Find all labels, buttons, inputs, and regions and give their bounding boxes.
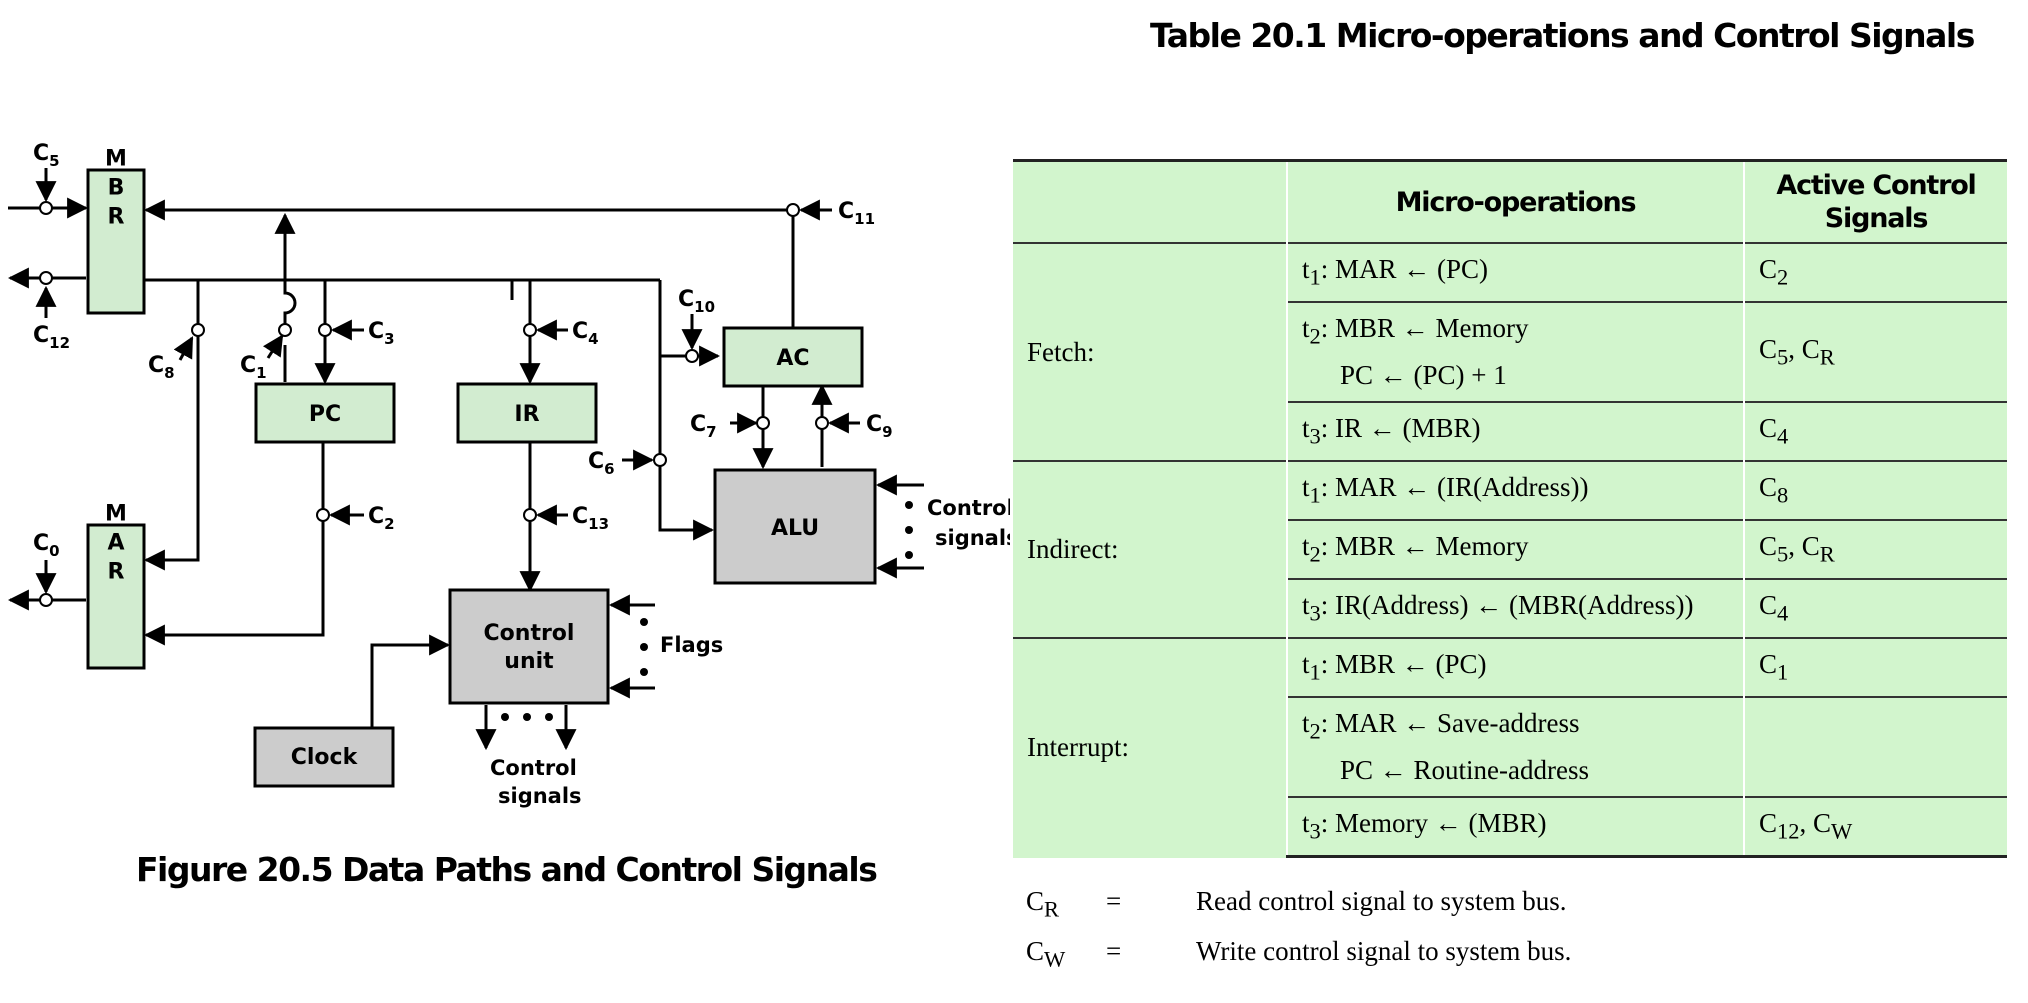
ac-label: AC [776,346,809,371]
alu-control-signals-label-2: signals [935,526,1010,550]
header-micro-operations: Micro-operations [1287,159,1745,243]
table-row: t3: Memory ← (MBR) C12, CW [1013,796,2007,858]
op-cell: t1: MAR ← (IR(Address)) [1287,460,1745,520]
clock-label: Clock [291,745,359,770]
table-row: t3: IR(Address) ← (MBR(Address)) C4 [1013,578,2007,638]
signal-cell: C8 [1744,460,2007,520]
signal-cell: C1 [1744,637,2007,697]
cu-control-signals-label-2: signals [498,784,582,808]
legend-row-cr: CR = Read control signal to system bus. [1026,886,1567,922]
signal-c4: C4 [572,319,599,348]
table-legend: CR = Read control signal to system bus. … [1026,880,1571,981]
alu-control-signals-label-1: Control [927,496,1010,520]
table-row: Interrupt: t1: MBR ← (PC) C1 [1013,637,2007,857]
signal-c0: C0 [33,531,60,560]
control-unit [448,588,610,705]
table-row: Indirect: t1: MAR ← (IR(Address)) C8 [1013,460,2007,638]
group-fetch: Fetch: [1013,242,1288,461]
mar-register [86,523,146,670]
signal-c12: C12 [33,323,70,352]
signal-c8: C8 [148,353,175,382]
control-unit-label-1: Control [484,621,575,646]
signal-cell: C4 [1744,578,2007,638]
table-row: t3: IR ← (MBR) C4 [1013,401,2007,461]
alu-unit [713,468,877,585]
header-active-line2: Signals [1824,203,1929,234]
group-indirect: Indirect: [1013,460,1288,638]
signal-c3: C3 [368,319,395,348]
op-cell: t1: MAR ← (PC) [1287,242,1745,302]
signal-cell: C2 [1744,242,2007,302]
signal-cell: C5, CR [1744,519,2007,579]
table-caption: Table 20.1 Micro-operations and Control … [1150,16,1975,55]
signal-cell [1744,696,2007,797]
clock-unit [253,726,395,788]
data-path-diagram: MBR MAR PC IR AC ALU Control unit Clock … [7,141,1010,808]
mbr-register [86,168,146,315]
control-unit-label-2: unit [504,649,554,674]
mar-label: MAR [104,502,129,589]
cu-control-signals-label-1: Control [490,756,577,780]
signal-c11: C11 [838,199,875,228]
op-cell: t3: IR ← (MBR) [1287,401,1745,461]
header-blank [1013,159,1288,243]
op-cell: t3: IR(Address) ← (MBR(Address)) [1287,578,1745,638]
pc-label: PC [309,402,341,427]
table-row: Fetch: t1: MAR ← (PC) C2 [1013,242,2007,461]
signal-cell: C4 [1744,401,2007,461]
signal-cell: C5, CR [1744,301,2007,402]
header-active-line1: Active Control [1776,170,1976,201]
signal-c10: C10 [678,287,715,316]
signal-c6: C6 [588,449,615,478]
pc-register [254,382,396,444]
table-row: t2: MBR ← Memory C5, CR [1013,519,2007,579]
legend-row-cw: CW = Write control signal to system bus. [1026,936,1572,972]
group-interrupt: Interrupt: [1013,637,1288,857]
signal-c5: C5 [33,141,60,170]
op-cell: t1: MBR ← (PC) [1287,637,1745,697]
signal-c9: C9 [866,412,893,441]
ir-label: IR [514,402,539,427]
mbr-label: MBR [104,147,129,234]
ac-register [722,326,864,388]
signal-c13: C13 [572,504,609,533]
signal-c1: C1 [240,353,267,382]
signal-cell: C12, CW [1744,796,2007,858]
figure-caption: Figure 20.5 Data Paths and Control Signa… [136,850,878,889]
signal-c7: C7 [690,412,717,441]
signal-c2: C2 [368,504,395,533]
alu-label: ALU [771,516,819,541]
flags-label: Flags [660,633,723,657]
ir-register [456,382,598,444]
op-cell: t2: MBR ← Memory [1287,519,1745,579]
op-cell: t3: Memory ← (MBR) [1287,796,1745,858]
